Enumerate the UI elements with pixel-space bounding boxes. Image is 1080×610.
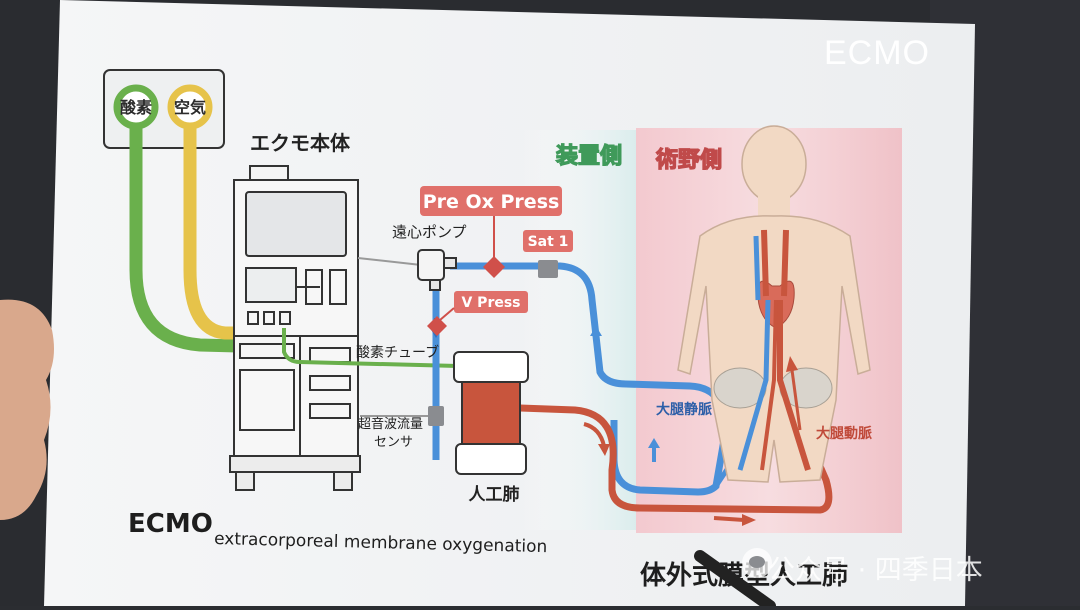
device-side-label: 装置側	[556, 144, 622, 169]
centrifugal-pump	[417, 249, 457, 291]
flow-arrow-down	[583, 422, 606, 447]
oxygen-tube-line	[282, 328, 459, 368]
arterial-line	[519, 404, 833, 514]
sat1-box	[523, 230, 573, 252]
femoral-artery-arrow-head	[786, 356, 798, 372]
corner-title: ECMO	[824, 34, 930, 72]
ultrasonic-sensor-icon	[428, 406, 444, 426]
pre-ox-sensor-icon	[483, 256, 505, 278]
ultrasonic-label-line2: センサ	[374, 435, 413, 450]
centrifugal-pump-label: 遠心ポンプ	[392, 223, 467, 241]
human-body-illustration	[677, 125, 871, 483]
v-press-pointer	[439, 307, 455, 321]
ultrasonic-label-line1: 超音波流量	[358, 416, 423, 432]
pointer-pen	[694, 550, 776, 610]
ecmo-machine	[229, 165, 361, 491]
air-hose	[183, 126, 240, 340]
footer-ecmo-label: ECMO	[128, 509, 213, 539]
oxygen-outlet-label: 酸素	[120, 98, 152, 117]
sat1-label: Sat 1	[528, 234, 569, 250]
v-press-sensor-icon	[427, 316, 447, 336]
flow-arrow-right	[713, 516, 745, 522]
surgical-side-label: 術野側	[655, 147, 722, 173]
watermark-text: 公众号 · 四季日本	[768, 555, 983, 586]
sat1-sensor-icon	[538, 260, 558, 278]
flow-arrow-up-2-head	[648, 438, 660, 448]
femoral-artery-arrow	[790, 369, 802, 431]
oxygen-hose	[129, 126, 239, 353]
flow-arrow-down-head	[598, 444, 610, 456]
artificial-lung	[453, 351, 529, 475]
machine-title: エクモ本体	[250, 131, 351, 155]
flow-arrow-right-head	[742, 514, 756, 526]
femoral-vein-label: 大腿静脈	[656, 401, 712, 418]
air-outlet-label: 空気	[174, 98, 206, 117]
pre-ox-press-label: Pre Ox Press	[423, 191, 560, 213]
pre-ox-press-box	[420, 186, 562, 216]
wechat-icon	[742, 548, 772, 578]
presenter-hand	[0, 299, 54, 520]
oxygen-tube-label: 酸素チューブ	[356, 344, 439, 361]
femoral-artery-label: 大腿動脈	[816, 425, 872, 442]
flow-arrow-up-1-head	[590, 326, 602, 336]
v-press-label: V Press	[461, 295, 520, 311]
artificial-lung-label: 人工肺	[469, 485, 520, 505]
v-press-box	[454, 291, 528, 313]
